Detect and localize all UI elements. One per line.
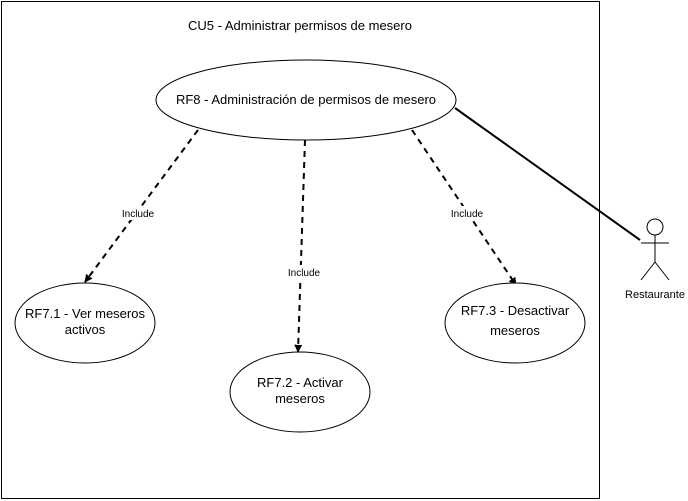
actor-left-leg-icon [640,261,656,281]
actor-restaurante[interactable] [640,218,670,281]
include-label-left: Include [122,209,155,220]
use-case-rf7-3-label-line1: RF7.3 - Desactivar [461,303,570,318]
use-case-rf8[interactable] [155,59,457,141]
actor-head-icon [646,218,664,236]
use-case-rf7-2-label-line1: RF7.2 - Activar [257,375,344,390]
use-case-rf7-2-label-line2: meseros [275,391,325,406]
actor-association-line [454,107,641,241]
include-label-right: Include [451,209,484,220]
use-case-rf7-3-label-line2: meseros [490,323,540,338]
use-case-rf7-3[interactable] [444,282,586,364]
use-case-rf7-1-label-line1: RF7.1 - Ver meseros [25,306,145,321]
include-arrow-rf71 [84,129,199,283]
include-arrow-rf72 [294,139,306,353]
system-boundary-title: CU5 - Administrar permisos de mesero [188,18,412,33]
use-case-rf7-1-label-line2: activos [65,322,106,337]
actor-right-leg-icon [654,261,670,281]
use-case-rf8-label: RF8 - Administración de permisos de mese… [176,92,436,107]
include-label-center: Include [288,268,321,279]
actor-name: Restaurante [625,289,685,301]
use-case-rf7-1[interactable] [14,282,156,364]
use-case-rf7-2[interactable] [229,351,371,433]
